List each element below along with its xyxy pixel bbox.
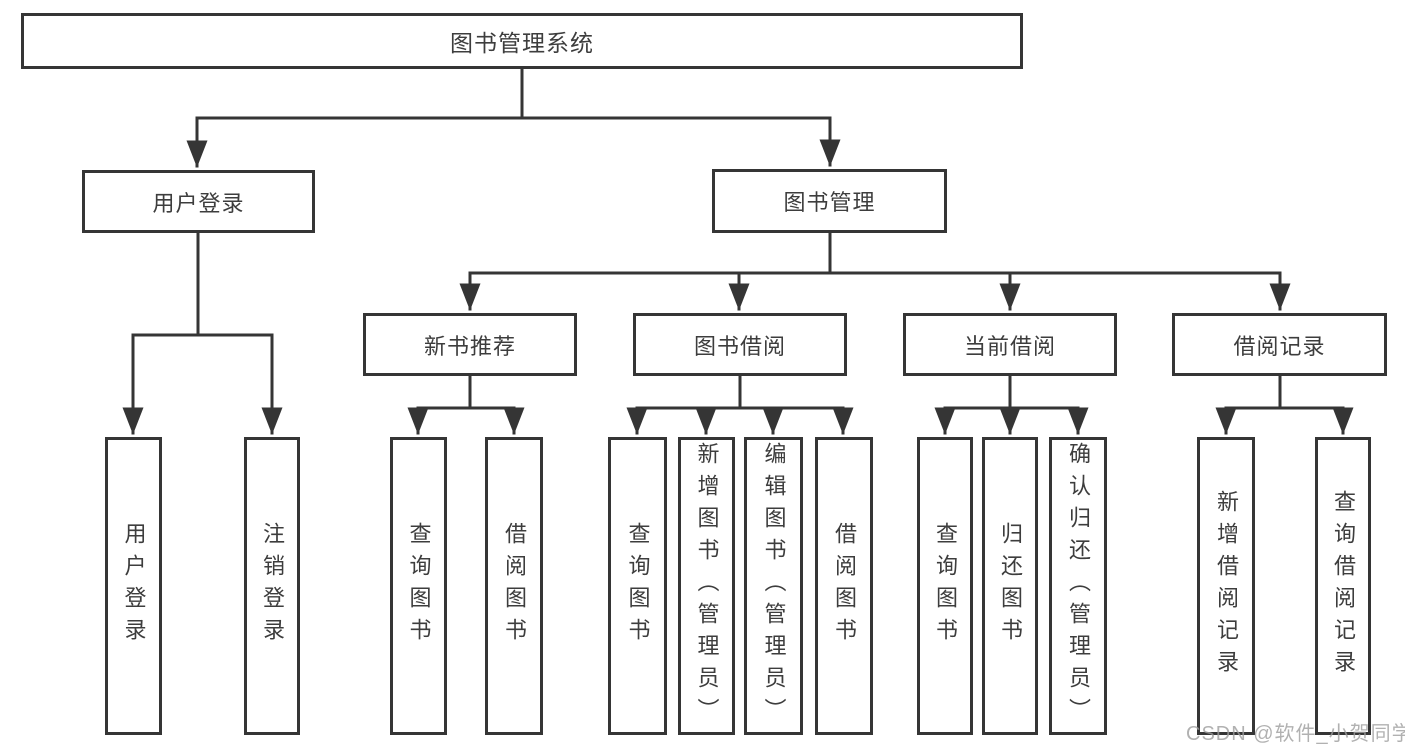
node-library-system: 图书管理系统 — [21, 13, 1023, 69]
leaf-return-books: 归还图书 — [982, 437, 1038, 735]
leaf-query-books-recommend: 查询图书 — [390, 437, 447, 735]
node-current-borrow: 当前借阅 — [903, 313, 1117, 376]
node-book-management: 图书管理 — [712, 169, 947, 233]
leaf-edit-books-admin: 编辑图书（管理员） — [744, 437, 803, 735]
leaf-query-books-current: 查询图书 — [917, 437, 973, 735]
node-user-login: 用户登录 — [82, 170, 315, 233]
leaf-query-books-borrow: 查询图书 — [608, 437, 667, 735]
node-book-borrow: 图书借阅 — [633, 313, 847, 376]
leaf-add-borrow-record: 新增借阅记录 — [1197, 437, 1255, 735]
leaf-add-books-admin: 新增图书（管理员） — [678, 437, 735, 735]
node-new-book-recommend: 新书推荐 — [363, 313, 577, 376]
leaf-borrow-books: 借阅图书 — [815, 437, 873, 735]
leaf-user-login: 用户登录 — [105, 437, 162, 735]
leaf-borrow-books-recommend: 借阅图书 — [485, 437, 543, 735]
csdn-watermark: CSDN @软件_小贺同学 — [1186, 723, 1405, 745]
leaf-logout: 注销登录 — [244, 437, 300, 735]
node-borrow-records: 借阅记录 — [1172, 313, 1387, 376]
leaf-query-borrow-record: 查询借阅记录 — [1315, 437, 1371, 735]
leaf-confirm-return-admin: 确认归还（管理员） — [1049, 437, 1107, 735]
